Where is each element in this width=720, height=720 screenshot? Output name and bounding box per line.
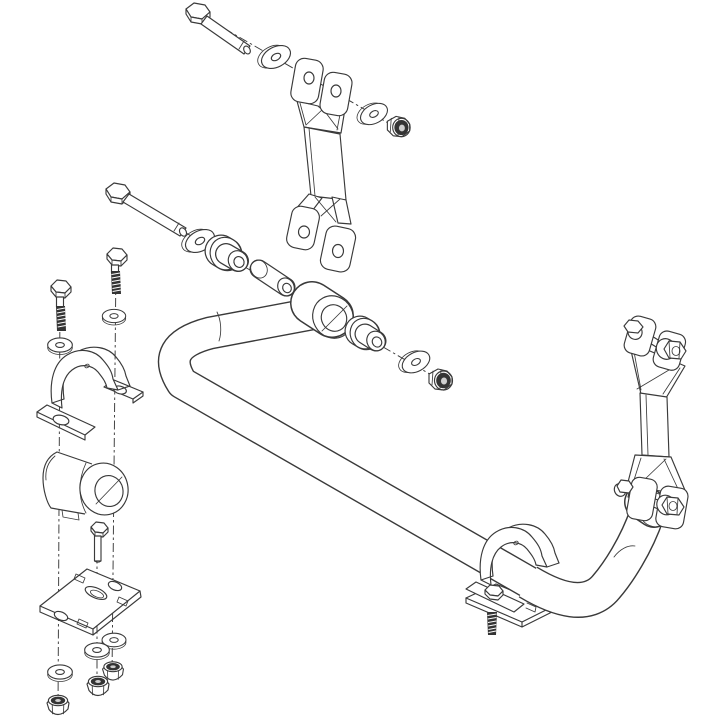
clamp-front-band bbox=[479, 526, 548, 586]
eye-bolt bbox=[105, 182, 188, 237]
right-link-bracket bbox=[613, 315, 689, 530]
upper-link-bolt bbox=[185, 2, 251, 55]
saddle-pilot-hole bbox=[84, 363, 90, 369]
right-bracket-bottom-nut bbox=[656, 494, 685, 516]
right-bracket-ear-bottom-front bbox=[626, 476, 658, 522]
eye-bushing-right bbox=[344, 315, 387, 352]
clamp-bolt-left bbox=[50, 279, 72, 331]
eye-spacer bbox=[249, 259, 296, 297]
sway-bar bbox=[157, 281, 665, 618]
mount-plate bbox=[39, 568, 142, 636]
assembled-clamp bbox=[465, 523, 560, 635]
eye-bushing-left bbox=[204, 234, 249, 272]
right-bracket-top-bolt bbox=[623, 319, 644, 340]
saddle-front-band bbox=[50, 349, 119, 409]
upper-link-bracket bbox=[286, 57, 357, 273]
center-bolt bbox=[90, 521, 109, 563]
right-bracket-top-nut bbox=[655, 338, 687, 360]
saddle-bracket bbox=[36, 346, 144, 441]
right-bracket-bottom-bolt bbox=[613, 479, 634, 497]
clamp-left-axis-line bbox=[57, 296, 61, 714]
bar-seam-left bbox=[216, 311, 222, 342]
upper-link-washer-inner bbox=[352, 98, 392, 130]
upper-link-washer-outer bbox=[253, 39, 295, 74]
bracket-fork-right bbox=[331, 196, 352, 225]
eye-washer-right bbox=[394, 345, 435, 378]
clamp-bolt-right bbox=[106, 247, 128, 294]
clamp-pilot-hole bbox=[513, 540, 519, 546]
clamp-stud bbox=[487, 612, 497, 635]
clamp-bolt-head bbox=[484, 584, 504, 601]
eye-hardware bbox=[105, 182, 454, 391]
clamp-kit-left bbox=[36, 247, 144, 716]
clamp-washer-right bbox=[101, 308, 127, 326]
bar-seam-right bbox=[613, 545, 636, 558]
upper-link-hardware bbox=[185, 2, 411, 138]
eye-locknut bbox=[428, 368, 454, 391]
bar-eye-left bbox=[290, 281, 354, 339]
right-bracket-strap bbox=[639, 392, 670, 458]
bar-bushing-block bbox=[42, 451, 129, 521]
clamp-washer-left bbox=[47, 337, 73, 356]
upper-link-locknut bbox=[386, 115, 411, 138]
